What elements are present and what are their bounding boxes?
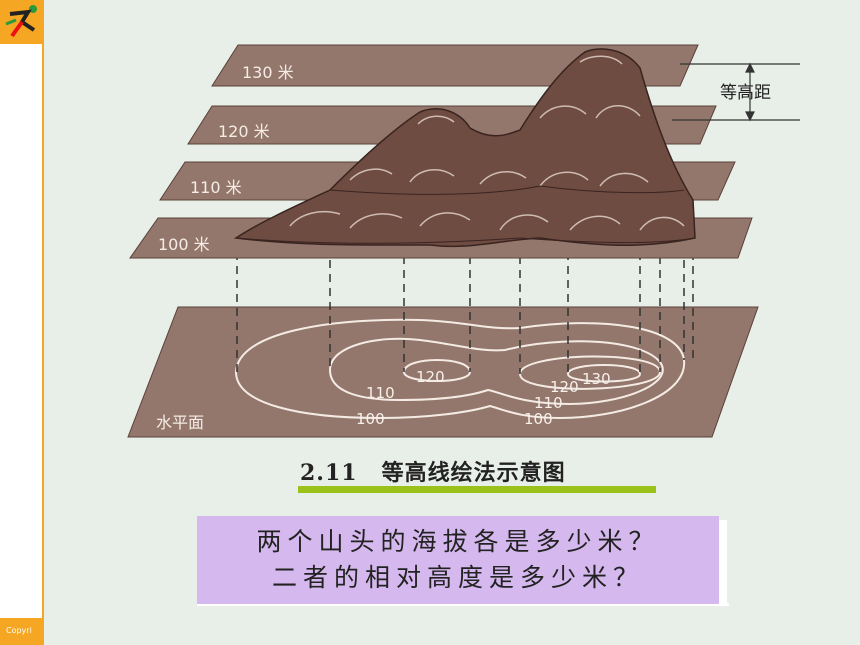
contour-label-110-right: 110: [534, 394, 563, 412]
contour-label-100-right: 100: [524, 410, 553, 428]
mountain-body: [233, 48, 696, 248]
left-sidebar-strip: Copyri: [0, 0, 44, 645]
contour-label-120-right: 120: [550, 378, 579, 396]
plane-120-label: 120 米: [218, 122, 270, 141]
mountain-ridges: [289, 55, 685, 231]
figure-number: 2.11: [300, 460, 358, 486]
contour-label-110-left: 110: [366, 384, 395, 402]
slice-110-front: [329, 185, 685, 195]
sidebar-divider: [42, 0, 44, 645]
footer-block: [0, 618, 44, 645]
figure-title: 等高线绘法示意图: [381, 460, 566, 486]
plane-100-label: 100 米: [158, 235, 210, 254]
figure-caption: 2.11 等高线绘法示意图: [300, 455, 660, 489]
contour-label-120-left: 120: [416, 368, 445, 386]
question-box-shadow-bottom: [197, 603, 729, 606]
plane-110-label: 110 米: [190, 178, 242, 197]
question-line-2: 二者的相对高度是多少米？: [271, 563, 644, 592]
logo-block: [0, 0, 44, 44]
base-plane-label: 水平面: [156, 413, 204, 432]
caption-underline: [298, 486, 656, 493]
copyright-text: Copyri: [6, 626, 32, 635]
slice-100-front: [235, 237, 696, 244]
base-plane: [127, 306, 759, 438]
plane-130-label: 130 米: [242, 63, 294, 82]
question-box-shadow-right: [719, 520, 727, 606]
contour-label-130: 130: [582, 370, 611, 388]
question-line-1: 两个山头的海拔各是多少米？: [256, 527, 660, 556]
interval-label: 等高距: [720, 83, 771, 103]
contour-110: [328, 337, 664, 406]
contour-label-100-left: 100: [356, 410, 385, 428]
runner-logo-icon: [5, 5, 37, 38]
contour-100: [234, 318, 686, 420]
contour-interval-marker: [672, 62, 800, 122]
question-box: 两个山头的海拔各是多少米？ 二者的相对高度是多少米？: [197, 516, 719, 604]
contour-130: [566, 364, 642, 383]
